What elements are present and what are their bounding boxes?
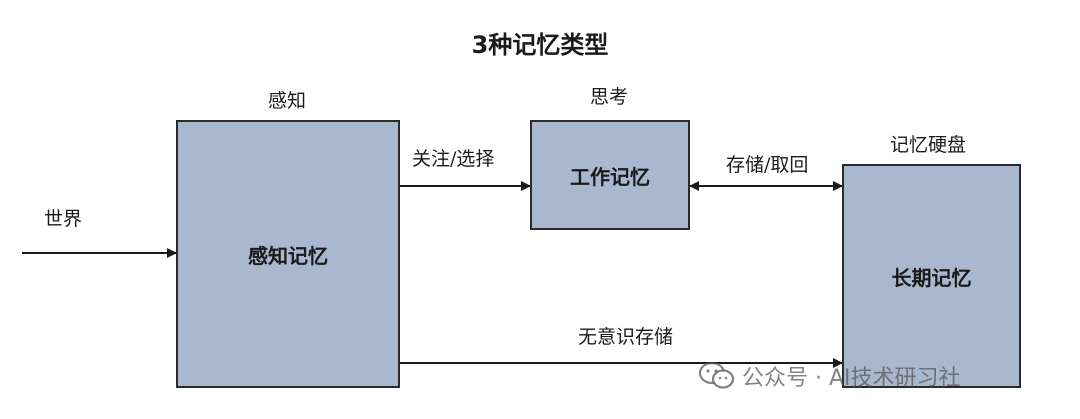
watermark-text: 公众号 · AI技术研习社: [742, 366, 961, 391]
working-memory-label: 工作记忆: [570, 164, 650, 189]
sensory-memory-box: 感知记忆: [176, 120, 400, 388]
attention-select-label: 关注/选择: [412, 148, 495, 170]
working-memory-box: 工作记忆: [530, 120, 690, 230]
wechat-icon: [698, 361, 735, 389]
store-retrieve-label: 存储/取回: [726, 154, 809, 176]
memory-disk-label: 记忆硬盘: [890, 134, 967, 156]
watermark: 公众号 · AI技术研习社: [698, 360, 961, 392]
world-label: 世界: [44, 208, 83, 230]
sensory-memory-label: 感知记忆: [248, 243, 328, 268]
diagram-title: 3种记忆类型: [471, 31, 609, 59]
long-term-memory-box: 长期记忆: [842, 164, 1021, 388]
perception-label: 感知: [268, 90, 307, 112]
thinking-label: 思考: [590, 86, 629, 108]
long-term-memory-label: 长期记忆: [891, 265, 972, 290]
unconscious-store-label: 无意识存储: [578, 326, 674, 348]
